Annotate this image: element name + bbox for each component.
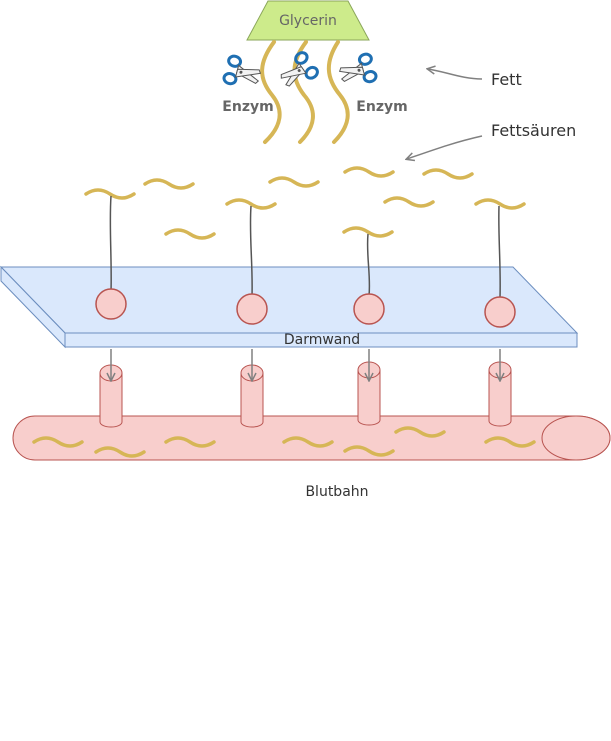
fatty-acid	[94, 446, 146, 458]
fatty-acid	[422, 168, 474, 180]
fatty-acid	[84, 188, 136, 200]
fatty-acid	[268, 176, 320, 188]
receptors	[95, 288, 516, 328]
receptor	[95, 288, 127, 320]
scissors-icon	[221, 53, 265, 93]
fatty-acid	[282, 436, 334, 448]
connector-tubes	[99, 361, 512, 428]
fatty-acid	[225, 198, 277, 210]
fatty-acid	[342, 226, 394, 238]
absorption-strings	[109, 195, 501, 299]
fatty-acid	[164, 436, 216, 448]
fettsaeuren-label: Fettsäuren	[491, 121, 576, 140]
absorption-string	[498, 205, 501, 299]
blutbahn-label: Blutbahn	[305, 484, 368, 500]
glycerin-block: Glycerin	[246, 0, 370, 41]
glycerin-label: Glycerin	[279, 13, 337, 29]
fat-tail-right	[326, 40, 350, 144]
fatty-acid	[383, 196, 435, 208]
vessel-fatty-acids	[32, 426, 536, 458]
fat-tail-left	[260, 40, 282, 144]
transport-arrows	[111, 349, 500, 380]
absorption-string	[366, 233, 371, 297]
receptor	[236, 293, 268, 325]
fatty-acid	[394, 426, 446, 438]
connector-tube	[357, 361, 381, 426]
receptor	[353, 293, 385, 325]
fatty-acid	[484, 436, 536, 448]
enzym-label-right: Enzym	[356, 99, 407, 115]
fatty-acid	[164, 228, 216, 240]
fat-tails	[260, 40, 350, 144]
fatty-acid	[343, 445, 395, 457]
fettsaeuren-arrow	[407, 135, 483, 159]
absorption-string	[109, 195, 112, 293]
intestinal-wall: Darmwand	[0, 265, 579, 349]
receptor	[484, 296, 516, 328]
absorption-string	[249, 205, 253, 297]
blood-vessel	[12, 415, 611, 461]
free-fatty-acids	[84, 166, 526, 240]
scissors-icon	[335, 51, 379, 91]
fatty-acid	[343, 166, 395, 178]
fatty-acid	[474, 198, 526, 210]
darmwand-label: Darmwand	[284, 332, 360, 348]
fatty-acid	[32, 436, 84, 448]
fett-label: Fett	[491, 70, 522, 89]
fett-arrow	[428, 69, 483, 80]
fatty-acid	[143, 178, 195, 190]
enzym-label-left: Enzym	[222, 99, 273, 115]
